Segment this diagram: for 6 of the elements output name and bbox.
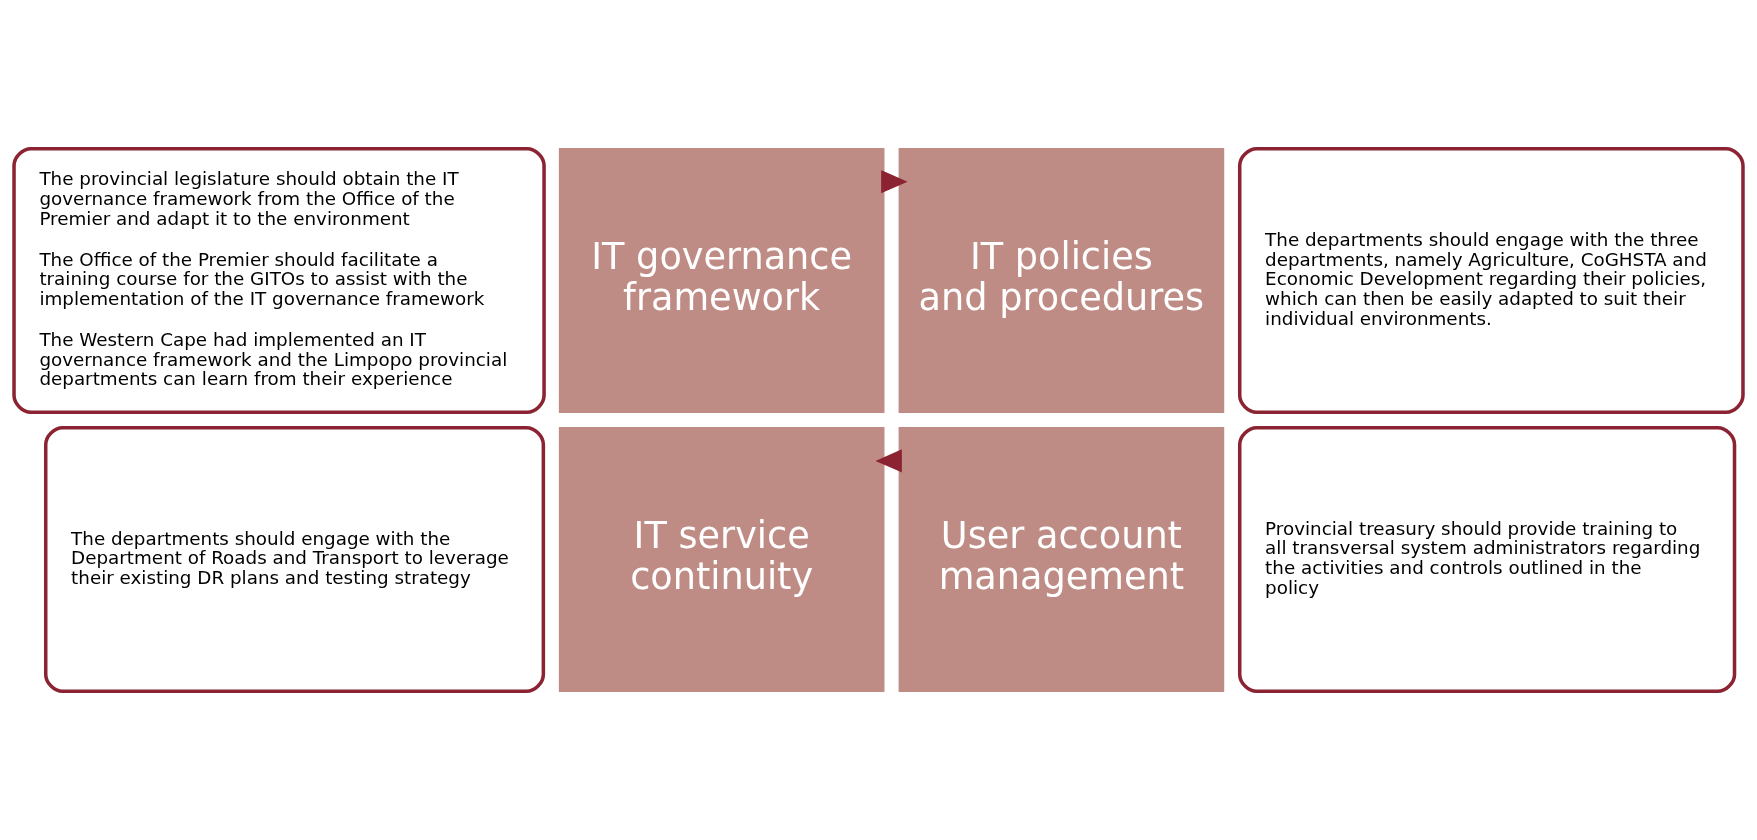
node-box: Provincial treasury should provide training to all transversal system administrators regarding the activities and controls outlined in the policy (1237, 426, 1737, 694)
node-box: The provincial legislature should obtain the IT governance framework from the Office of the Premier and adapt it to the environment The Office of the Premier should facilitate a training course for the GITOs to assist with the implementation of the IT governance framework The Western Cape had implemented an IT governance framework and the Limpopo provincial departments can learn from their experience (12, 146, 546, 414)
node-box: IT policies and procedures (898, 147, 1225, 413)
node-box: The departments should engage with the three departments, namely Agriculture, CoGHSTA and Economic Development regarding their policies, which can then be easily adapted to suit their individual environments. (1237, 146, 1745, 414)
node-box: IT service continuity (558, 427, 885, 693)
node-box: The departments should engage with the Department of Roads and Transport to leverage their existing DR plans and testing strategy (44, 426, 546, 694)
